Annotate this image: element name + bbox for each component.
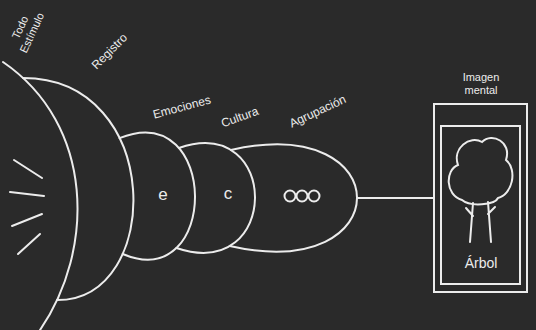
band-outline [176, 143, 255, 253]
stimulus-arc: Todo Estímulo [0, 61, 79, 330]
stage-label: Registro [89, 31, 130, 72]
band-outline [230, 144, 357, 251]
stage-letter: e [158, 185, 167, 205]
grouping-circle [309, 191, 320, 202]
grouping-circle [285, 191, 296, 202]
stimulus-ray [14, 160, 42, 178]
stage-letter: c [224, 184, 233, 204]
grouping-circles [285, 191, 320, 202]
culture-band: Culturac [175, 142, 257, 254]
text-holder: e [158, 185, 167, 205]
text-holder: Todo Estímulo [5, 4, 47, 56]
stage-label: Todo Estímulo [5, 4, 47, 56]
grouping-band: Agrupación [228, 143, 358, 253]
mental-image-frame: ÁrbolImagen mental [433, 103, 528, 293]
band-outline-layer [0, 61, 79, 330]
band-outline-layer [228, 143, 358, 253]
stage-label: Árbol [465, 255, 498, 271]
band-outline [3, 62, 78, 330]
tree-trunk [466, 202, 495, 242]
stimulus-ray [10, 192, 44, 196]
stimulus-ray [12, 214, 42, 226]
register-band: Registro [22, 77, 135, 302]
stage-label: Cultura [219, 105, 260, 131]
grouping-circle [297, 191, 308, 202]
band-outline [120, 133, 195, 260]
text-holder: Registro [89, 31, 130, 72]
text-holder: Emociones [152, 94, 213, 123]
stage-label: Imagen mental [453, 71, 509, 96]
stimulus-ray [18, 234, 40, 254]
text-holder: Imagen mental [453, 71, 509, 96]
band-outline-layer [175, 142, 257, 254]
band-outline-layer [118, 131, 197, 261]
band-outline-layer [22, 77, 135, 302]
text-holder: Agrupación [288, 93, 349, 131]
tree-crown [449, 138, 513, 204]
stage-label: Emociones [152, 94, 213, 123]
text-holder: Árbol [465, 255, 498, 271]
tree-drawing [449, 138, 513, 242]
text-holder: c [224, 184, 233, 204]
band-outline [23, 78, 133, 300]
emotion-band: Emocionese [118, 131, 197, 261]
text-holder: Cultura [219, 105, 260, 131]
image-panel: Árbol [440, 125, 521, 285]
stimulus-rays [10, 160, 44, 254]
stage-label: Agrupación [288, 93, 349, 131]
connector-line [357, 197, 433, 199]
